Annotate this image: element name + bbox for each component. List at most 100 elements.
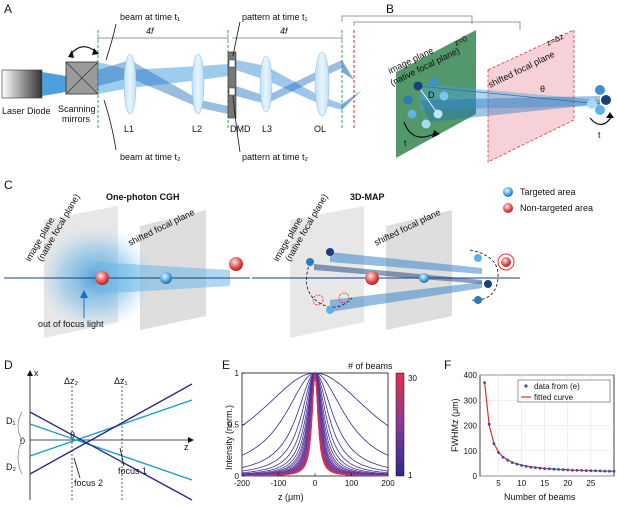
map-targeted-ball (419, 273, 429, 283)
cgh-nontargeted-ball-2 (229, 257, 243, 271)
f-xlabel: Number of beams (504, 492, 576, 502)
d-x-axis-label: x (34, 368, 39, 378)
panel-label-b: B (386, 2, 394, 16)
f-legend (517, 379, 611, 403)
f-data-point (552, 467, 556, 471)
map-nontargeted-ball (365, 271, 379, 285)
focus2-label: focus 2 (74, 478, 103, 488)
lens-l1 (123, 53, 137, 115)
beam-t1-label: beam at time t₁ (120, 12, 180, 22)
f-ytick: 100 (464, 447, 478, 456)
laser-diode (1, 69, 43, 99)
e-ytick: 0.5 (228, 421, 240, 430)
e-xlabel: z (μm) (278, 492, 304, 502)
panel-label-c: C (4, 178, 13, 192)
l2-label: L2 (192, 124, 202, 134)
lens-l2 (191, 53, 205, 115)
t-label-left: t (404, 138, 407, 148)
f-data-point (566, 468, 570, 472)
map-nontargeted-ball-2 (501, 257, 511, 267)
e-colorbar-title: # of beams (348, 361, 393, 371)
f-data-point (543, 467, 547, 471)
panel-a: A Laser Diode Scanning mirrors 4f 4f (1, 2, 362, 162)
l1-label: L1 (124, 124, 134, 134)
f-data-point (575, 468, 579, 472)
scanning-label: Scanning (58, 104, 96, 114)
f-data-point (571, 468, 574, 472)
f-data-point (557, 468, 560, 471)
e-colorbar (395, 372, 405, 477)
f-data-point (529, 465, 533, 469)
e-xtick: 100 (345, 479, 359, 488)
f-data-point (584, 469, 588, 472)
f-data-point (598, 469, 602, 473)
lens-l3 (259, 55, 273, 113)
objective-lens (314, 51, 330, 117)
e-ytick: 0 (235, 472, 240, 481)
f-data-point (603, 469, 607, 473)
f-xtick: 10 (517, 479, 526, 488)
f-xtick: 5 (496, 479, 501, 488)
f-data-point (612, 469, 616, 473)
ol-label: OL (314, 124, 326, 134)
cgh-nontargeted-ball (95, 271, 109, 285)
e-colorbar-tick-bottom: 1 (408, 471, 413, 480)
d2-label: D₂ (6, 462, 16, 472)
d-label: D (428, 90, 435, 100)
f-data-point (534, 466, 537, 470)
f-ytick: 0 (473, 472, 478, 481)
f-legend-data-marker (524, 384, 528, 388)
f-xtick: 25 (586, 479, 595, 488)
rotation-arrow-right-icon (589, 115, 613, 126)
legend-targeted-label: Targeted area (520, 187, 576, 197)
d-z-axis-label: z (184, 442, 189, 452)
image-plane (396, 30, 476, 158)
cgh-targeted-ball (160, 272, 172, 284)
d-zero-label: 0 (20, 436, 25, 446)
pattern-t2-label: pattern at time t₂ (242, 152, 309, 162)
laser-diode-label: Laser Diode (2, 106, 51, 116)
f-ylabel: FWHMz (μm) (450, 398, 460, 452)
e-ylabel: Intensity (norm.) (224, 405, 234, 470)
f-data-point (538, 466, 542, 470)
scan-arrow-icon (69, 46, 97, 56)
f-marks (483, 381, 616, 473)
f-data-point (547, 467, 551, 471)
f-xtick: 20 (563, 479, 572, 488)
f-data-point (506, 458, 510, 462)
f-data-point (510, 461, 514, 464)
title-cgh: One-photon CGH (106, 192, 180, 202)
t-label-right: t (598, 130, 601, 140)
f-data-point (594, 469, 597, 473)
mirrors-label: mirrors (62, 114, 90, 124)
panel-d: D x z 0 Δz₂ Δz₁ θ D₁ D₂ focus 1 focus 2 (4, 358, 194, 501)
dmd (227, 51, 237, 119)
theta-label-b: θ (540, 84, 545, 94)
panel-label-d: D (4, 358, 13, 372)
f-ytick: 400 (464, 371, 478, 380)
legend-nontargeted-icon (503, 203, 513, 213)
f-data-point (524, 465, 528, 468)
f-legend-data-label: data from (e) (534, 382, 580, 391)
f-data-point (501, 455, 505, 459)
shifted-focal-plane (487, 29, 575, 163)
f-data-point (497, 451, 500, 454)
f-data-point (561, 468, 565, 472)
out-of-focus-label: out of focus light (38, 319, 104, 329)
focus1-label: focus 1 (118, 466, 147, 476)
panel-label-a: A (4, 2, 12, 16)
legend-nontargeted-label: Non-targeted area (520, 203, 593, 213)
f-data-point (487, 422, 491, 426)
e-xtick: -100 (270, 479, 287, 488)
panel-label-e: E (222, 358, 230, 372)
panel-c: C One-photon CGH 3D-MAP image plane (nat… (4, 178, 593, 338)
rotation-arrow-icon (403, 121, 435, 138)
dz1-label: Δz₁ (114, 376, 128, 386)
e-xtick: 200 (381, 479, 395, 488)
d-theta-label: θ (70, 430, 75, 440)
e-curve-30 (242, 372, 388, 477)
f-ytick: 300 (464, 396, 478, 405)
